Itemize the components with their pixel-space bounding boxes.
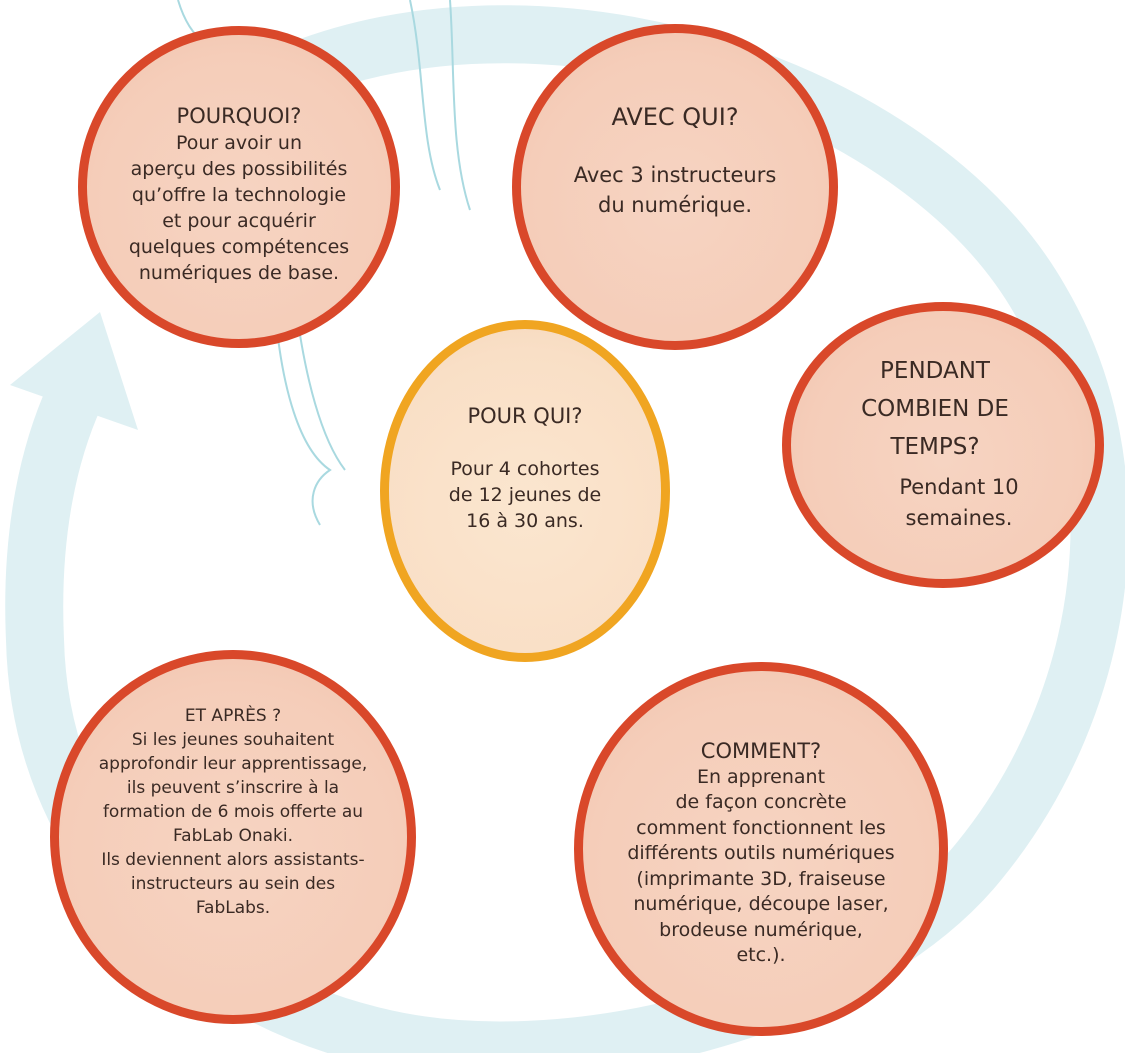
node-pendant: PENDANT COMBIEN DE TEMPS? Pendant 10 sem…: [782, 302, 1104, 588]
node-avec-qui: AVEC QUI? Avec 3 instructeurs du numériq…: [512, 24, 838, 350]
node-comment: COMMENT? En apprenant de façon concrète …: [574, 662, 948, 1036]
node-pour-qui-title: POUR QUI?: [467, 404, 583, 428]
node-et-apres-text: Si les jeunes souhaitent approfondir leu…: [98, 730, 368, 918]
node-pourquoi-title: POURQUOI?: [176, 103, 302, 128]
node-pour-qui-text: Pour 4 cohortes de 12 jeunes de 16 à 30 …: [448, 458, 602, 532]
node-comment-title: COMMENT?: [700, 738, 822, 763]
node-et-apres-title: ET APRÈS ?: [184, 706, 282, 726]
node-pendant-text: Pendant 10 semaines.: [899, 475, 1019, 530]
node-avec-qui-title: AVEC QUI?: [611, 103, 739, 131]
node-pour-qui: POUR QUI? Pour 4 cohortes de 12 jeunes d…: [380, 320, 670, 662]
node-pourquoi-text: Pour avoir un aperçu des possibilités qu…: [128, 131, 350, 284]
node-et-apres: ET APRÈS ? Si les jeunes souhaitent appr…: [50, 650, 416, 1024]
node-pourquoi: POURQUOI? Pour avoir un aperçu des possi…: [78, 26, 400, 348]
node-avec-qui-text: Avec 3 instructeurs du numérique.: [573, 163, 777, 217]
node-comment-text: En apprenant de façon concrète comment f…: [627, 765, 895, 967]
node-pendant-title: PENDANT COMBIEN DE TEMPS?: [861, 358, 1009, 460]
cycle-arrowhead: [10, 312, 138, 430]
